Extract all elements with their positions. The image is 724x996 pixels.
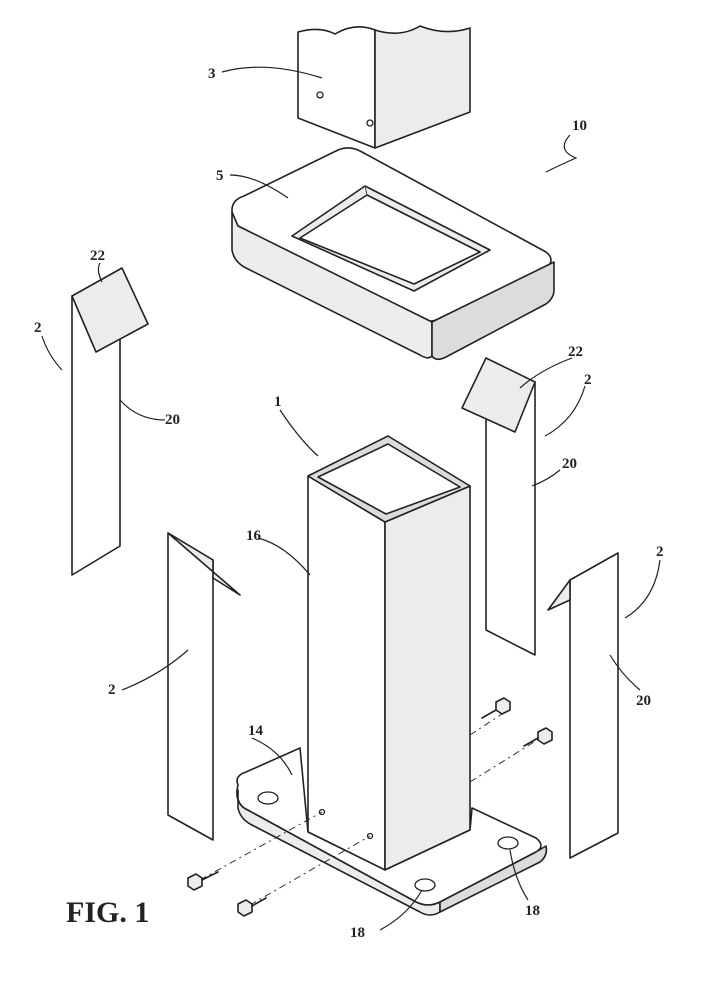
sleeve-upper-left	[72, 268, 148, 575]
label-assembly: 10	[572, 118, 587, 134]
post-left-face	[298, 27, 375, 148]
label-base-tube: 1	[274, 394, 282, 410]
label-sleeve-upper-left: 2	[34, 320, 42, 336]
label-post: 3	[208, 66, 216, 82]
post-bolt-hole	[317, 92, 323, 98]
sleeve-upper-right	[462, 358, 535, 655]
label-tab-upper-left: 22	[90, 248, 105, 264]
label-cap: 5	[216, 168, 224, 184]
flange-lower-right	[548, 580, 570, 610]
leader-20-ur	[532, 470, 560, 486]
sleeve-lower-left	[168, 533, 240, 840]
plate-hole	[498, 837, 518, 849]
leader-1	[280, 410, 318, 456]
label-plate-hole-right: 18	[525, 903, 540, 919]
cap-5	[232, 148, 554, 359]
bolt	[238, 898, 266, 916]
leader-2-lr	[625, 560, 660, 618]
post-3	[298, 26, 470, 148]
label-sleeve-lower-right: 2	[656, 544, 664, 560]
sleeve-lower-right	[548, 553, 618, 858]
label-panel-lower-right: 20	[636, 693, 651, 709]
tube-right-face	[385, 486, 470, 870]
tube-1	[308, 436, 470, 870]
figure-label: FIG. 1	[66, 896, 149, 929]
plate-hole	[415, 879, 435, 891]
label-sleeve-upper-right: 2	[584, 372, 592, 388]
leader-2-ul	[42, 336, 62, 370]
label-base-plate: 14	[248, 723, 264, 739]
panel-20-lower-right	[570, 553, 618, 858]
label-tab-upper-right: 22	[568, 344, 583, 360]
label-panel-upper-right: 20	[562, 456, 577, 472]
plate-hole	[258, 792, 278, 804]
label-tube-wall: 16	[246, 528, 262, 544]
leader-16	[258, 538, 310, 575]
bolt	[188, 872, 218, 890]
label-panel-upper-left: 20	[165, 412, 180, 428]
bolt	[524, 728, 552, 746]
leader-2-ur	[545, 386, 585, 436]
leader-20-ul	[120, 400, 165, 420]
post-right-face	[375, 26, 470, 148]
leader-10	[546, 135, 576, 172]
label-sleeve-lower-left: 2	[108, 682, 116, 698]
post-bolt-hole	[367, 120, 373, 126]
label-plate-hole-front: 18	[350, 925, 365, 941]
panel-lower-left	[168, 533, 213, 840]
bolt	[482, 698, 510, 718]
